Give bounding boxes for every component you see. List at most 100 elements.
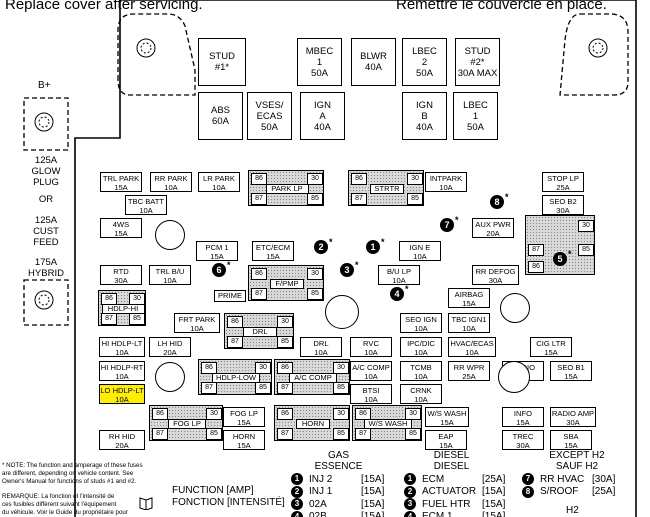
fuse-name: SBA <box>563 432 579 441</box>
relay-pin: 30 <box>333 408 349 420</box>
legend-title-line: GAS <box>327 450 350 461</box>
fuse-name: SEO IGN <box>405 315 437 324</box>
legend-badge: 7 <box>522 473 534 486</box>
book-icon <box>139 497 153 510</box>
fuse-name: RADIO AMP <box>551 409 595 418</box>
fuse-amp: 10A <box>115 372 129 381</box>
maxi-fuse-name-line: BLWR <box>360 51 387 62</box>
fuse-name: HI HDLP-RT <box>100 363 144 372</box>
relay-pin: 85 <box>206 428 222 440</box>
legend-item-amp: [25A] <box>592 486 616 498</box>
fuse-amp: 15A <box>544 348 558 357</box>
relay-pin: 87 <box>351 193 367 205</box>
relay-pin: 86 <box>277 362 293 374</box>
maxi-fuse-amp: 40A <box>365 62 382 73</box>
relay-pin: 30 <box>255 362 271 374</box>
relay-label: PARK LP <box>265 184 309 194</box>
legend-item-name: S/ROOF <box>540 486 579 498</box>
fuse-amp: 10A <box>414 372 428 381</box>
fuse-name: PCM 1 <box>205 243 229 252</box>
fuse-name: CRNK <box>410 386 432 395</box>
maxi-fuse-name-line: #2* <box>470 56 485 68</box>
legend-item-name: 02A <box>309 498 327 510</box>
relay-pin: 85 <box>307 288 323 300</box>
maxi-fuse-name-line: A <box>319 110 326 122</box>
legend-item-amp: [30A] <box>592 473 616 485</box>
fuse-amp: 15A <box>440 418 454 427</box>
socket-circle <box>500 293 530 323</box>
legend-item-amp: [15A] <box>482 498 506 510</box>
fuse-name: EAP <box>438 432 454 441</box>
side-note-line: 175A <box>34 257 58 268</box>
maxi-fuse-amp: 40A <box>314 121 331 133</box>
fuse-name: TBC IGN1 <box>451 315 487 324</box>
legend-item-amp: [15A] <box>361 473 385 485</box>
legend-item-amp: [15A] <box>361 486 385 498</box>
fuse-amp: 15A <box>462 299 476 308</box>
fuse-name: HORN <box>232 432 256 441</box>
fuse-name: ETC/ECM <box>255 243 291 252</box>
relay-label: HDLP-HI <box>101 304 145 314</box>
fuse-name: RVC <box>363 339 379 348</box>
fuse-name: INTPARK <box>429 174 463 183</box>
side-note-line: PLUG <box>33 177 59 188</box>
legend-item-name: ECM 1 <box>422 511 453 517</box>
legend-item-name: ECM <box>422 473 445 485</box>
fuse-name: FRT PARK <box>178 315 216 324</box>
maxi-fuse-name-line: 1 <box>472 110 479 122</box>
fuse-name: TCMB <box>410 363 432 372</box>
relay-pin: 30 <box>206 408 222 420</box>
badge-5: 5 <box>553 252 567 266</box>
legend-item-amp: [15A] <box>361 511 385 517</box>
fuse-amp: 25A <box>556 183 570 192</box>
header-right-text: Remettre le couvercle en place. <box>396 0 607 13</box>
asterisk-mark: * <box>355 260 359 270</box>
legend-badge: 4 <box>291 510 303 517</box>
legend-item-name: RR HVAC <box>540 473 585 485</box>
fuse-name: LO HDLP-LT <box>100 386 144 395</box>
fuse-name: AIRBAG <box>454 290 484 299</box>
legend-item-amp: [15A] <box>361 498 385 510</box>
badge-6: 6 <box>212 263 226 277</box>
legend-badge: 3 <box>291 498 303 511</box>
relay-pin: 86 <box>528 261 544 273</box>
relay-pin: 87 <box>528 244 544 256</box>
fuse-amp: 10A <box>115 395 129 404</box>
fuse-amp: 30A <box>556 206 570 215</box>
fuse-name: BTSI <box>362 386 380 395</box>
socket-circle <box>325 295 359 329</box>
h2-label: H2 <box>566 505 579 516</box>
badge-8: 8 <box>490 195 504 209</box>
fuse-amp: 30A <box>516 441 530 450</box>
side-note-line: 125A <box>34 215 58 226</box>
maxi-fuse-name-line: ECAS <box>256 110 283 122</box>
socket-circle <box>498 361 530 393</box>
relay-pin: 85 <box>333 382 349 394</box>
relay-pin: 87 <box>277 428 293 440</box>
fuse-amp: 30A <box>488 276 503 285</box>
relay-pin: 85 <box>578 244 594 256</box>
